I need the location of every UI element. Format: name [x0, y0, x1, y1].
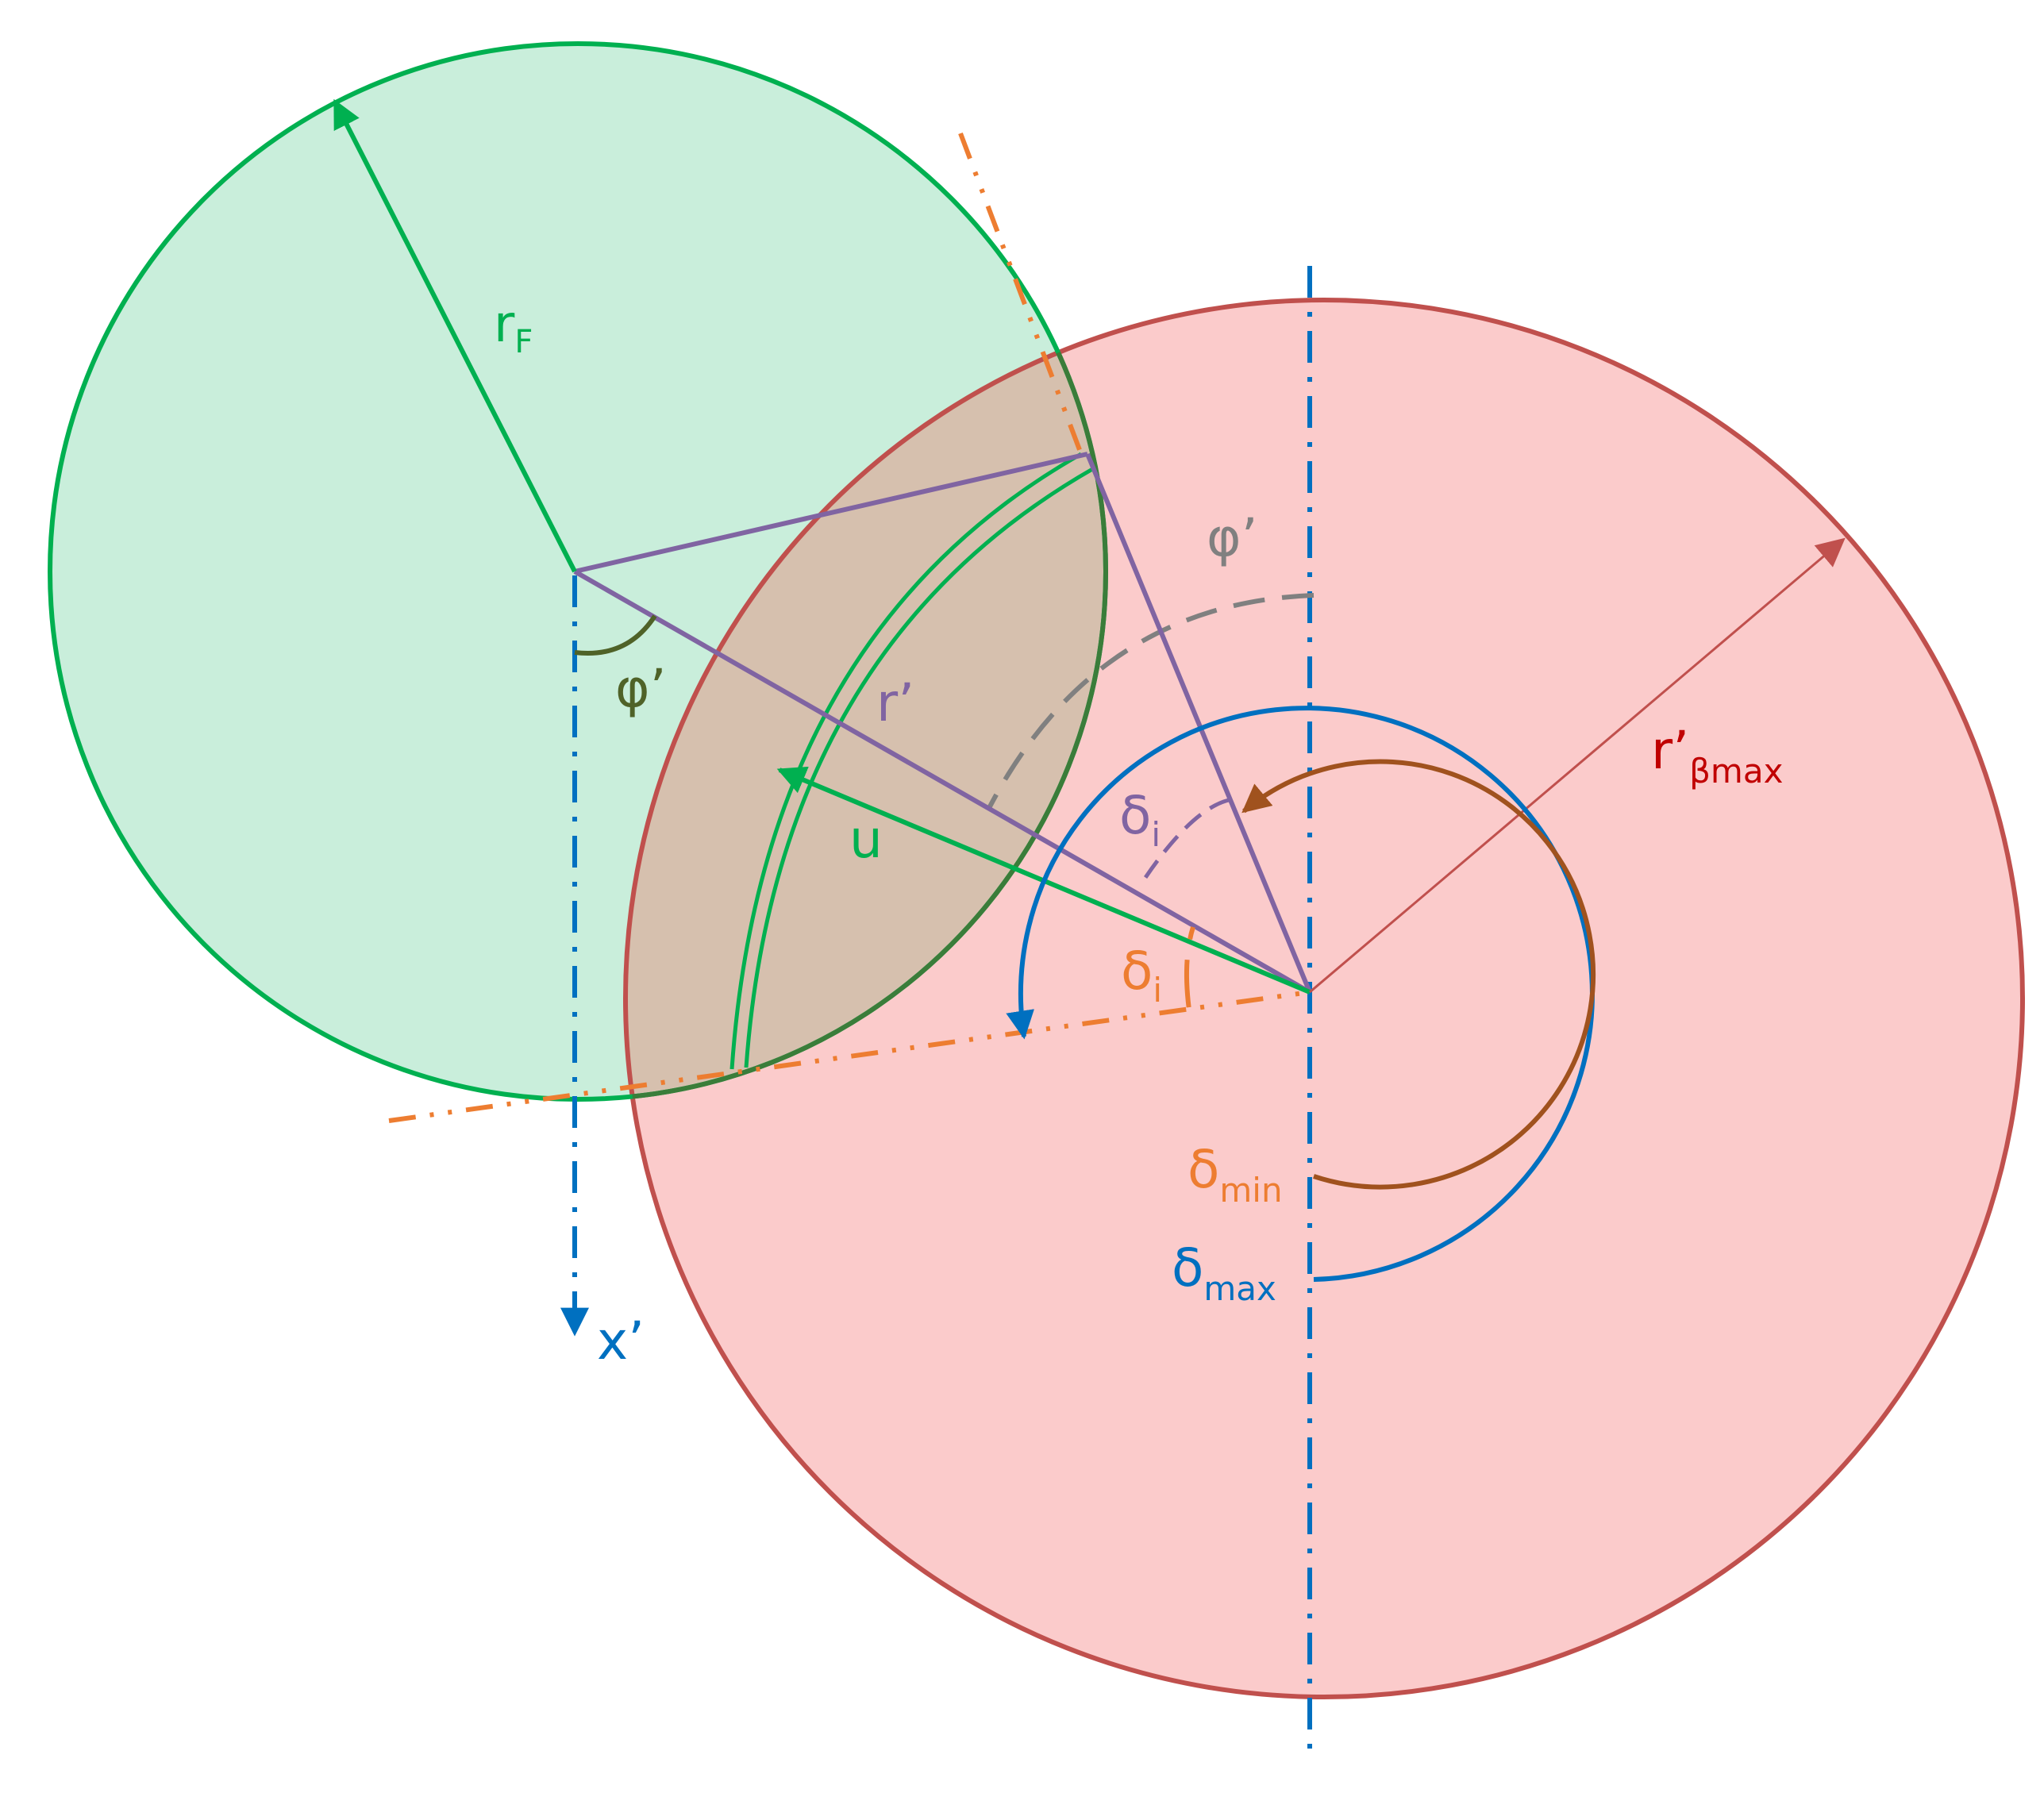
- delta-max-arc: [1006, 706, 1595, 1282]
- label-delta-i-orange: δi: [1121, 941, 1162, 1010]
- label-delta-i-purple: δi: [1119, 785, 1161, 854]
- delta-i-purple-mark: [1139, 798, 1230, 885]
- label-r-beta-max: r’βmax: [1651, 720, 1783, 791]
- double-arc-inner: [744, 466, 1095, 1068]
- label-r-f: rF: [494, 295, 533, 360]
- outer-circle-outline: [623, 298, 2025, 1699]
- label-r-prime: r’: [876, 672, 914, 733]
- label-u: u: [849, 809, 883, 870]
- phi-angle-mark: [574, 614, 657, 656]
- tool-circle-overlap-edge: [626, 300, 1108, 1102]
- phi-arc-gray: [986, 593, 1315, 811]
- label-delta-min: δmin: [1188, 1139, 1283, 1210]
- label-x-axis: x’: [597, 1310, 645, 1372]
- orange-tangent-line: [958, 132, 1084, 456]
- purple-line-top: [574, 452, 1088, 574]
- double-arc-outer: [729, 452, 1083, 1070]
- radius-rbeta-arrow: [1309, 537, 1846, 994]
- label-delta-max: δmax: [1172, 1237, 1276, 1308]
- label-phi-top: φ’: [1207, 507, 1258, 568]
- purple-line-right: [1085, 452, 1312, 994]
- radius-rf-arrow: [333, 98, 577, 573]
- label-phi-left: φ’: [615, 658, 667, 719]
- purple-line-r-prime: [573, 569, 1311, 995]
- delta-min-arc: [1241, 759, 1596, 1190]
- delta-i-orange-mark: [1184, 926, 1195, 1010]
